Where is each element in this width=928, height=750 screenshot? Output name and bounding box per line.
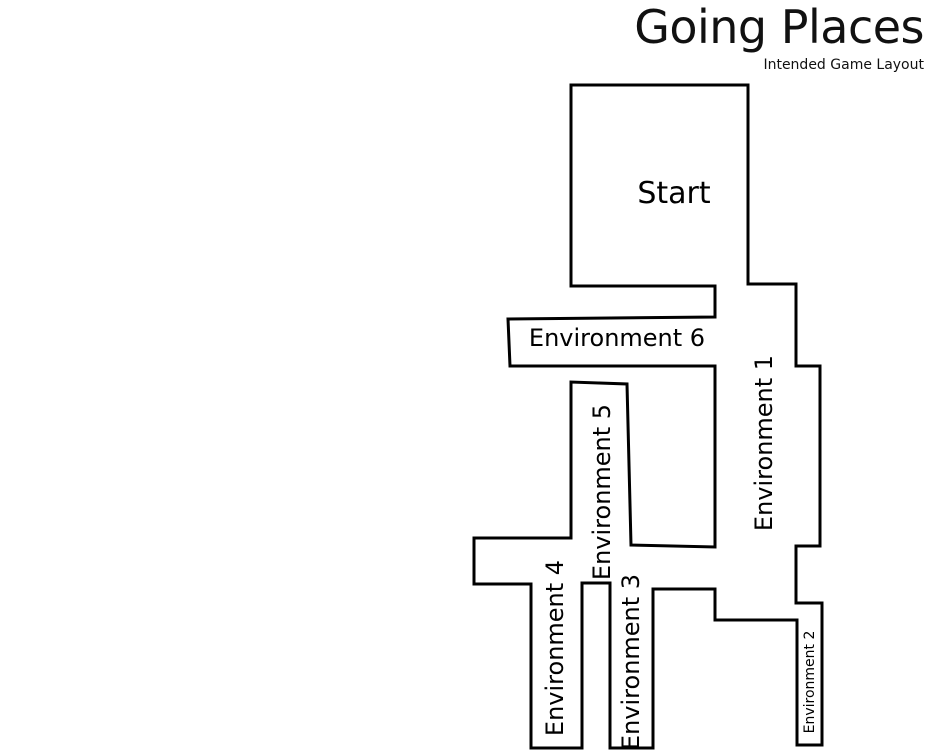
area-label-environment-4: Environment 4 <box>541 560 569 736</box>
area-label-start: Start <box>637 176 711 211</box>
page-title: Going Places <box>634 0 924 54</box>
area-label-environment-3: Environment 3 <box>617 574 645 750</box>
area-label-environment-5: Environment 5 <box>588 404 616 580</box>
page-subtitle: Intended Game Layout <box>763 57 924 73</box>
start-env1-env2-region <box>472 83 824 750</box>
area-label-environment-6: Environment 6 <box>529 324 705 352</box>
area-label-environment-2: Environment 2 <box>802 631 818 734</box>
area-label-environment-1: Environment 1 <box>750 355 778 531</box>
